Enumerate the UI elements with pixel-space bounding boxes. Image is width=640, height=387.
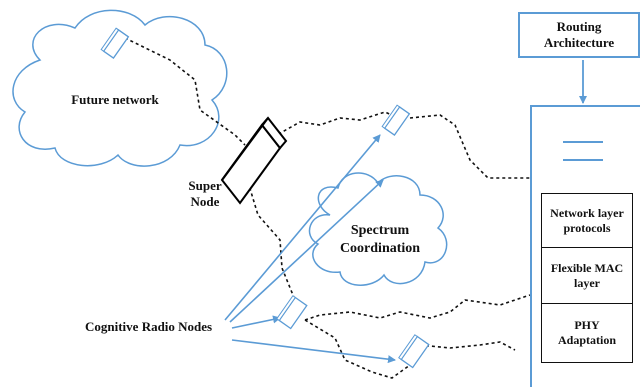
link-bottom-node-to-stack <box>419 341 516 351</box>
arrow-to-top-node <box>224 134 381 321</box>
radio-node-bottom <box>398 334 430 369</box>
routing-label-line1: Routing <box>556 19 602 34</box>
routing-architecture-box: Routing Architecture <box>518 12 640 58</box>
link-top-node-to-stack <box>409 114 530 179</box>
future-network-label: Future network <box>71 92 159 107</box>
network-layer-line2: protocols <box>563 220 611 235</box>
super-node-label-line1: Super <box>188 178 222 193</box>
super-node-label-line2: Node <box>190 194 220 210</box>
super-node-icon <box>220 116 288 205</box>
arrow-to-mid-node <box>231 315 281 329</box>
cr-arrows <box>224 134 396 364</box>
stack-layer-phy: PHY Adaptation <box>542 304 632 361</box>
arrow-to-spectrum-node <box>229 179 384 323</box>
mac-layer-line1: Flexible MAC <box>550 260 624 275</box>
link-cloud-to-super <box>124 37 246 146</box>
super-node-label: Super Node <box>180 178 230 211</box>
spectrum-coordination-label: Spectrum Coordination <box>325 222 435 257</box>
spectrum-coordination-cloud <box>308 172 448 286</box>
arrow-to-bottom-node <box>231 339 396 364</box>
routing-label-line2: Architecture <box>543 35 615 51</box>
link-mid-node-to-bottom-node <box>304 319 411 379</box>
link-mid-node-to-right <box>304 294 531 321</box>
stack-layer-network: Network layer protocols <box>542 194 632 248</box>
link-super-to-top-node <box>267 111 399 141</box>
radio-node-cloud <box>100 27 130 59</box>
spectrum-label-line2: Coordination <box>339 240 421 256</box>
future-network-cloud <box>12 9 228 167</box>
cognitive-radio-nodes-label: Cognitive Radio Nodes <box>85 319 213 334</box>
mac-layer-line2: layer <box>574 275 600 290</box>
routing-architecture-label: Routing Architecture <box>520 19 638 52</box>
radio-node-top <box>381 104 411 136</box>
network-links <box>124 37 531 379</box>
network-layer-line1: Network layer <box>550 205 624 220</box>
spectrum-label-line1: Spectrum <box>350 223 410 238</box>
phy-layer-line1: PHY <box>574 317 600 332</box>
protocol-stack-layers: Network layer protocols Flexible MAC lay… <box>541 193 633 363</box>
phy-layer-line2: Adaptation <box>557 332 616 347</box>
radio-node-mid <box>276 295 308 330</box>
link-super-to-mid-node <box>247 181 296 301</box>
stack-layer-mac: Flexible MAC layer <box>542 248 632 304</box>
